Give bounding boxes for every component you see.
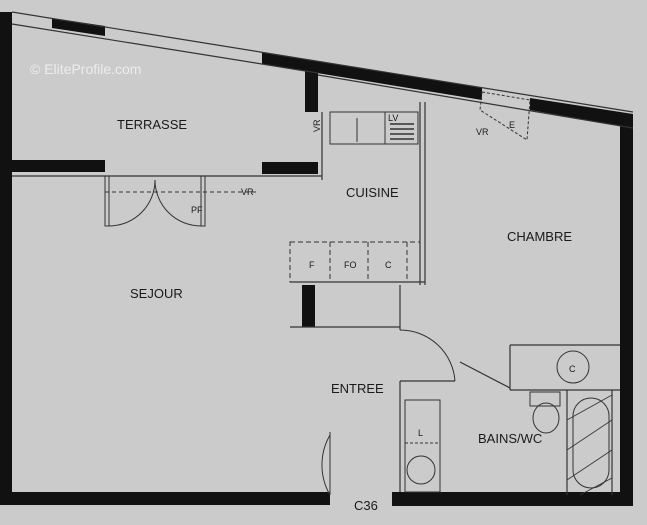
- washing-machine: [406, 455, 436, 485]
- terrasse-wall: [262, 162, 318, 174]
- entree-door-swing: [399, 329, 456, 382]
- pillar: [302, 285, 315, 327]
- room-entree: ENTREE: [331, 381, 384, 396]
- room-chambre: CHAMBRE: [507, 229, 572, 244]
- counter-fo: FO: [344, 260, 357, 270]
- walls: [0, 12, 633, 506]
- bottom-wall-right: [392, 492, 632, 506]
- vr-sejour-label: VR: [241, 187, 254, 197]
- pf-label: PF: [191, 205, 203, 215]
- room-sejour: SEJOUR: [130, 286, 183, 301]
- chambre-window: [479, 91, 531, 141]
- partitions: [11, 11, 634, 495]
- left-wall: [0, 12, 12, 505]
- water-heater-label: C: [569, 364, 576, 374]
- counter-f: F: [309, 260, 315, 270]
- bottom-wall-left: [12, 492, 330, 505]
- room-cuisine: CUISINE: [346, 185, 399, 200]
- room-terrasse: TERRASSE: [117, 117, 187, 132]
- watermark: © EliteProfile.com: [30, 61, 141, 77]
- terrasse-wall: [12, 160, 105, 172]
- door-code: C36: [354, 498, 378, 513]
- laundry-label: L: [418, 428, 423, 438]
- e-label: E: [509, 120, 515, 130]
- top-wall-segment: [530, 98, 633, 128]
- terrasse-side-wall: [305, 62, 318, 112]
- vr-chambre-label: VR: [476, 127, 489, 137]
- bath-fixtures: [404, 350, 613, 496]
- room-bains-wc: BAINS/WC: [478, 431, 542, 446]
- counter-c: C: [385, 260, 392, 270]
- doors[interactable]: [321, 329, 456, 496]
- lv-label: LV: [388, 113, 398, 123]
- right-wall: [620, 118, 633, 506]
- washing-machine-cabinet: [404, 399, 441, 493]
- main-door-swing: [321, 434, 331, 496]
- toilet: [532, 402, 560, 434]
- top-wall-segment: [52, 18, 105, 36]
- patio-door[interactable]: [104, 175, 258, 227]
- bathtub: [572, 397, 610, 489]
- kitchen-sink: [289, 111, 421, 283]
- vr-kitchen-label: VR: [312, 119, 322, 132]
- water-heater: [556, 350, 590, 384]
